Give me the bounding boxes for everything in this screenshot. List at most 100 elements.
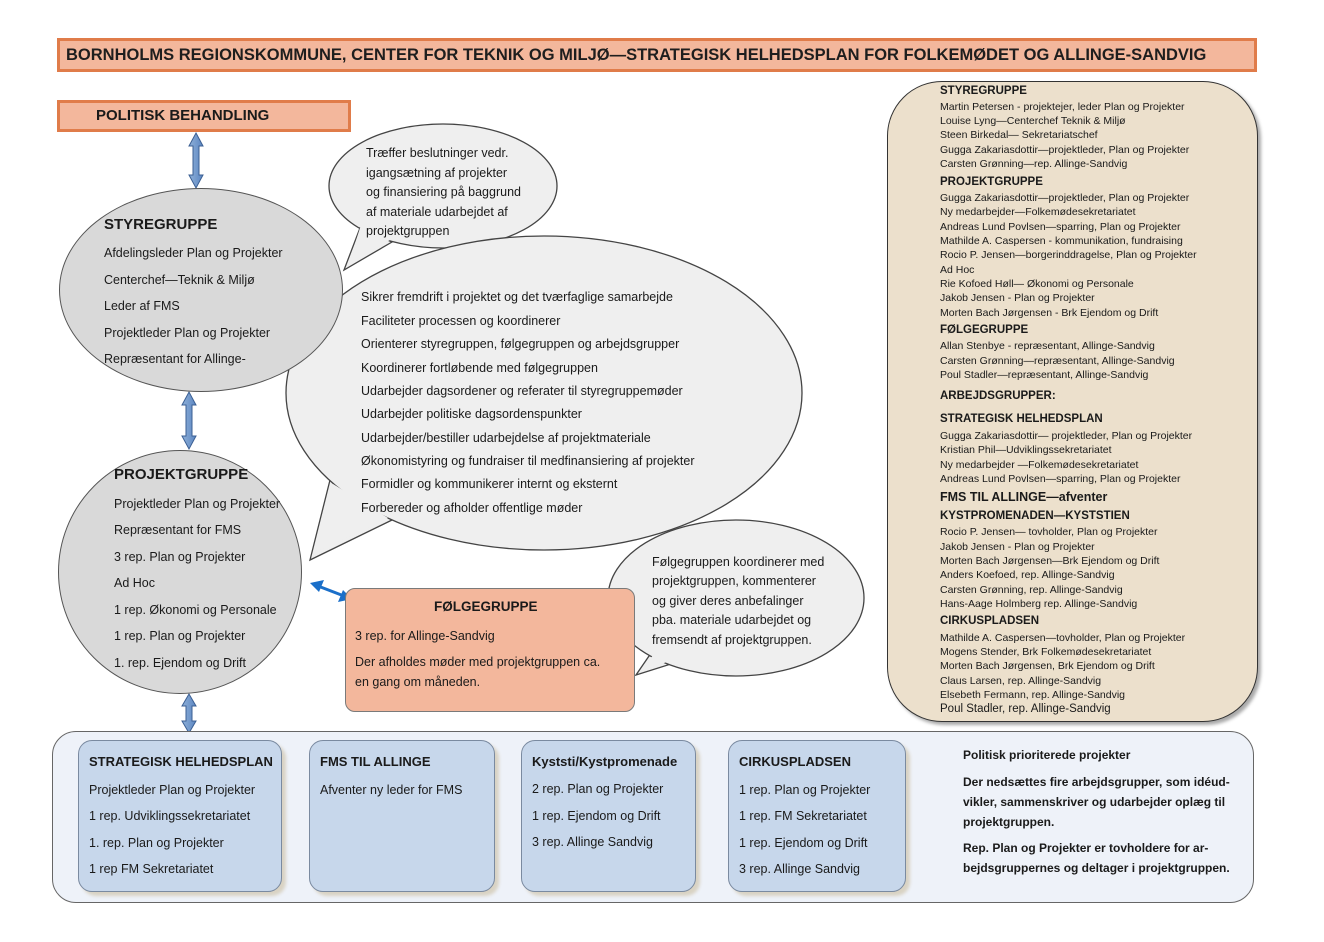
task-line: Orienterer styregruppen, følgegruppen og… [361, 337, 680, 351]
folgegruppe-speech-bubble [607, 519, 865, 677]
panel-line: Gugga Zakariasdottir—projektleder, Plan … [940, 192, 1190, 204]
member-line: Afdelingsleder Plan og Projekter [104, 246, 283, 260]
member-line: Repræsentant for Allinge- [104, 352, 246, 366]
note-line: vikler, sammenskriver og udarbejder oplæ… [963, 795, 1226, 809]
working-group-line: 1 rep. Ejendom og Drift [739, 836, 868, 850]
panel-line: Andreas Lund Povlsen—sparring, Plan og P… [940, 221, 1181, 233]
working-group-line: 1 rep. Udviklingssekretariatet [89, 809, 251, 823]
styregruppe-circle: STYREGRUPPE Afdelingsleder Plan og Proje… [59, 188, 343, 392]
task-line: Udarbejder/bestiller udarbejdelse af pro… [361, 431, 651, 445]
task-line: Udarbejder politiske dagsordenspunkter [361, 407, 582, 421]
panel-heading: FØLGEGRUPPE [940, 324, 1029, 336]
working-group-line: 1. rep. Plan og Projekter [89, 836, 224, 850]
panel-line: Elsebeth Fermann, rep. Allinge-Sandvig [940, 689, 1126, 701]
folgegruppe-line: Der afholdes møder med projektgruppen ca… [355, 655, 601, 669]
panel-line: Ny medarbejder—Folkemødesekretariatet [940, 206, 1136, 218]
note-line: Der nedsættes fire arbejdsgrupper, som i… [963, 775, 1230, 789]
panel-line: Mogens Stender, Brk Folkemødesekretariat… [940, 646, 1152, 658]
styregruppe-heading: STYREGRUPPE [104, 216, 218, 233]
double-arrow-icon [181, 390, 197, 451]
task-line: Koordinerer fortløbende med følgegruppen [361, 361, 598, 375]
bubble-line: projektgruppen [366, 224, 450, 238]
task-line: Udarbejder dagsordener og referater til … [361, 384, 683, 398]
task-line: Faciliteter processen og koordinerer [361, 314, 561, 328]
folgegruppe-line: 3 rep. for Allinge-Sandvig [355, 629, 495, 643]
panel-line: Ny medarbejder —Folkemødesekretariatet [940, 459, 1139, 471]
panel-line: Hans-Aage Holmberg rep. Allinge-Sandvig [940, 598, 1138, 610]
panel-line: Morten Bach Jørgensen, Brk Ejendom og Dr… [940, 660, 1155, 672]
working-group-line: 1 rep FM Sekretariatet [89, 862, 214, 876]
bubble-line: fremsendt af projektgruppen. [652, 633, 812, 647]
panel-line: Claus Larsen, rep. Allinge-Sandvig [940, 675, 1102, 687]
panel-line: Anders Koefoed, rep. Allinge-Sandvig [940, 569, 1115, 581]
working-group-line: Afventer ny leder for FMS [320, 783, 463, 797]
panel-heading: FMS TIL ALLINGE—afventer [940, 490, 1108, 504]
panel-line: Poul Stadler—repræsentant, Allinge-Sandv… [940, 369, 1149, 381]
panel-heading: STRATEGISK HELHEDSPLAN [940, 413, 1103, 425]
panel-line: Carsten Grønning, rep. Allinge-Sandvig [940, 584, 1123, 596]
member-line: Centerchef—Teknik & Miljø [104, 273, 255, 287]
bubble-line: og finansiering på baggrund [366, 185, 521, 199]
working-group-line: 3 rep. Allinge Sandvig [739, 862, 860, 876]
panel-line: Poul Stadler, rep. Allinge-Sandvig [940, 703, 1111, 715]
panel-line: Rocio P. Jensen— tovholder, Plan og Proj… [940, 526, 1158, 538]
panel-line: Mathilde A. Caspersen - kommunikation, f… [940, 235, 1183, 247]
task-line: Økonomistyring og fundraiser til medfina… [361, 454, 695, 468]
decision-speech-bubble [328, 123, 558, 272]
working-group-line: 2 rep. Plan og Projekter [532, 782, 664, 796]
page-title: BORNHOLMS REGIONSKOMMUNE, CENTER FOR TEK… [57, 38, 1257, 72]
task-line: Formidler og kommunikerer internt og eks… [361, 477, 618, 491]
panel-line: Rocio P. Jensen—borgerinddragelse, Plan … [940, 249, 1197, 261]
bubble-line: projektgruppen, kommenterer [652, 574, 816, 588]
bubble-line: igangsætning af projekter [366, 166, 508, 180]
members-panel: STYREGRUPPE Martin Petersen - projekteje… [887, 81, 1258, 722]
panel-line: Morten Bach Jørgensen—Brk Ejendom og Dri… [940, 555, 1160, 567]
working-group-line: 1 rep. FM Sekretariatet [739, 809, 867, 823]
panel-line: Andreas Lund Povlsen—sparring, Plan og P… [940, 473, 1181, 485]
working-group-line: 1 rep. Plan og Projekter [739, 783, 871, 797]
panel-heading: ARBEJDSGRUPPER: [940, 390, 1056, 402]
panel-heading: STYREGRUPPE [940, 85, 1027, 97]
member-line: Leder af FMS [104, 299, 180, 313]
panel-line: Steen Birkedal— Sekretariatschef [940, 129, 1098, 141]
member-line: 1 rep. Plan og Projekter [114, 629, 246, 643]
folgegruppe-line: en gang om måneden. [355, 675, 481, 689]
working-group-heading: FMS TIL ALLINGE [320, 754, 431, 769]
working-group-card: CIRKUSPLADSEN 1 rep. Plan og Projekter 1… [728, 740, 906, 892]
panel-line: Rie Kofoed Høll— Økonomi og Personale [940, 278, 1134, 290]
working-group-heading: STRATEGISK HELHEDSPLAN [89, 754, 273, 769]
panel-line: Gugga Zakariasdottir— projektleder, Plan… [940, 430, 1193, 442]
panel-line: Jakob Jensen - Plan og Projekter [940, 541, 1095, 553]
note-line: projektgruppen. [963, 815, 1055, 829]
panel-line: Louise Lyng—Centerchef Teknik & Miljø [940, 115, 1126, 127]
projektgruppe-heading: PROJEKTGRUPPE [114, 466, 249, 483]
political-processing-box: POLITISK BEHANDLING [57, 100, 351, 132]
panel-line: Morten Bach Jørgensen - Brk Ejendom og D… [940, 307, 1159, 319]
bubble-line: pba. materiale udarbejdet og [652, 613, 812, 627]
note-line: bejdsgruppernes og deltager i projektgru… [963, 861, 1230, 875]
double-arrow-icon [188, 131, 204, 190]
panel-line: Gugga Zakariasdottir—projektleder, Plan … [940, 144, 1190, 156]
member-line: 1 rep. Økonomi og Personale [114, 603, 277, 617]
task-line: Sikrer fremdrift i projektet og det tvær… [361, 290, 673, 304]
note-line: Rep. Plan og Projekter er tovholdere for… [963, 841, 1209, 855]
panel-line: Carsten Grønning—rep. Allinge-Sandvig [940, 158, 1128, 170]
working-group-card: Kyststi/Kystpromenade 2 rep. Plan og Pro… [521, 740, 696, 892]
working-group-heading: Kyststi/Kystpromenade [532, 754, 678, 769]
folgegruppe-box: FØLGEGRUPPE 3 rep. for Allinge-Sandvig D… [345, 588, 635, 712]
panel-heading: KYSTPROMENADEN—KYSTSTIEN [940, 510, 1130, 522]
panel-line: Allan Stenbye - repræsentant, Allinge-Sa… [940, 340, 1155, 352]
task-line: Forbereder og afholder offentlige møder [361, 501, 583, 515]
member-line: Ad Hoc [114, 576, 155, 590]
double-arrow-icon [181, 693, 197, 734]
tasks-speech-bubble [285, 235, 803, 562]
folgegruppe-heading: FØLGEGRUPPE [434, 599, 538, 614]
bubble-line: af materiale udarbejdet af [366, 205, 508, 219]
working-group-card: STRATEGISK HELHEDSPLAN Projektleder Plan… [78, 740, 282, 892]
panel-line: Mathilde A. Caspersen—tovholder, Plan og… [940, 632, 1186, 644]
projektgruppe-circle: PROJEKTGRUPPE Projektleder Plan og Proje… [58, 450, 302, 694]
panel-line: Carsten Grønning—repræsentant, Allinge-S… [940, 355, 1175, 367]
panel-heading: PROJEKTGRUPPE [940, 176, 1043, 188]
member-line: Projektleder Plan og Projekter [104, 326, 271, 340]
